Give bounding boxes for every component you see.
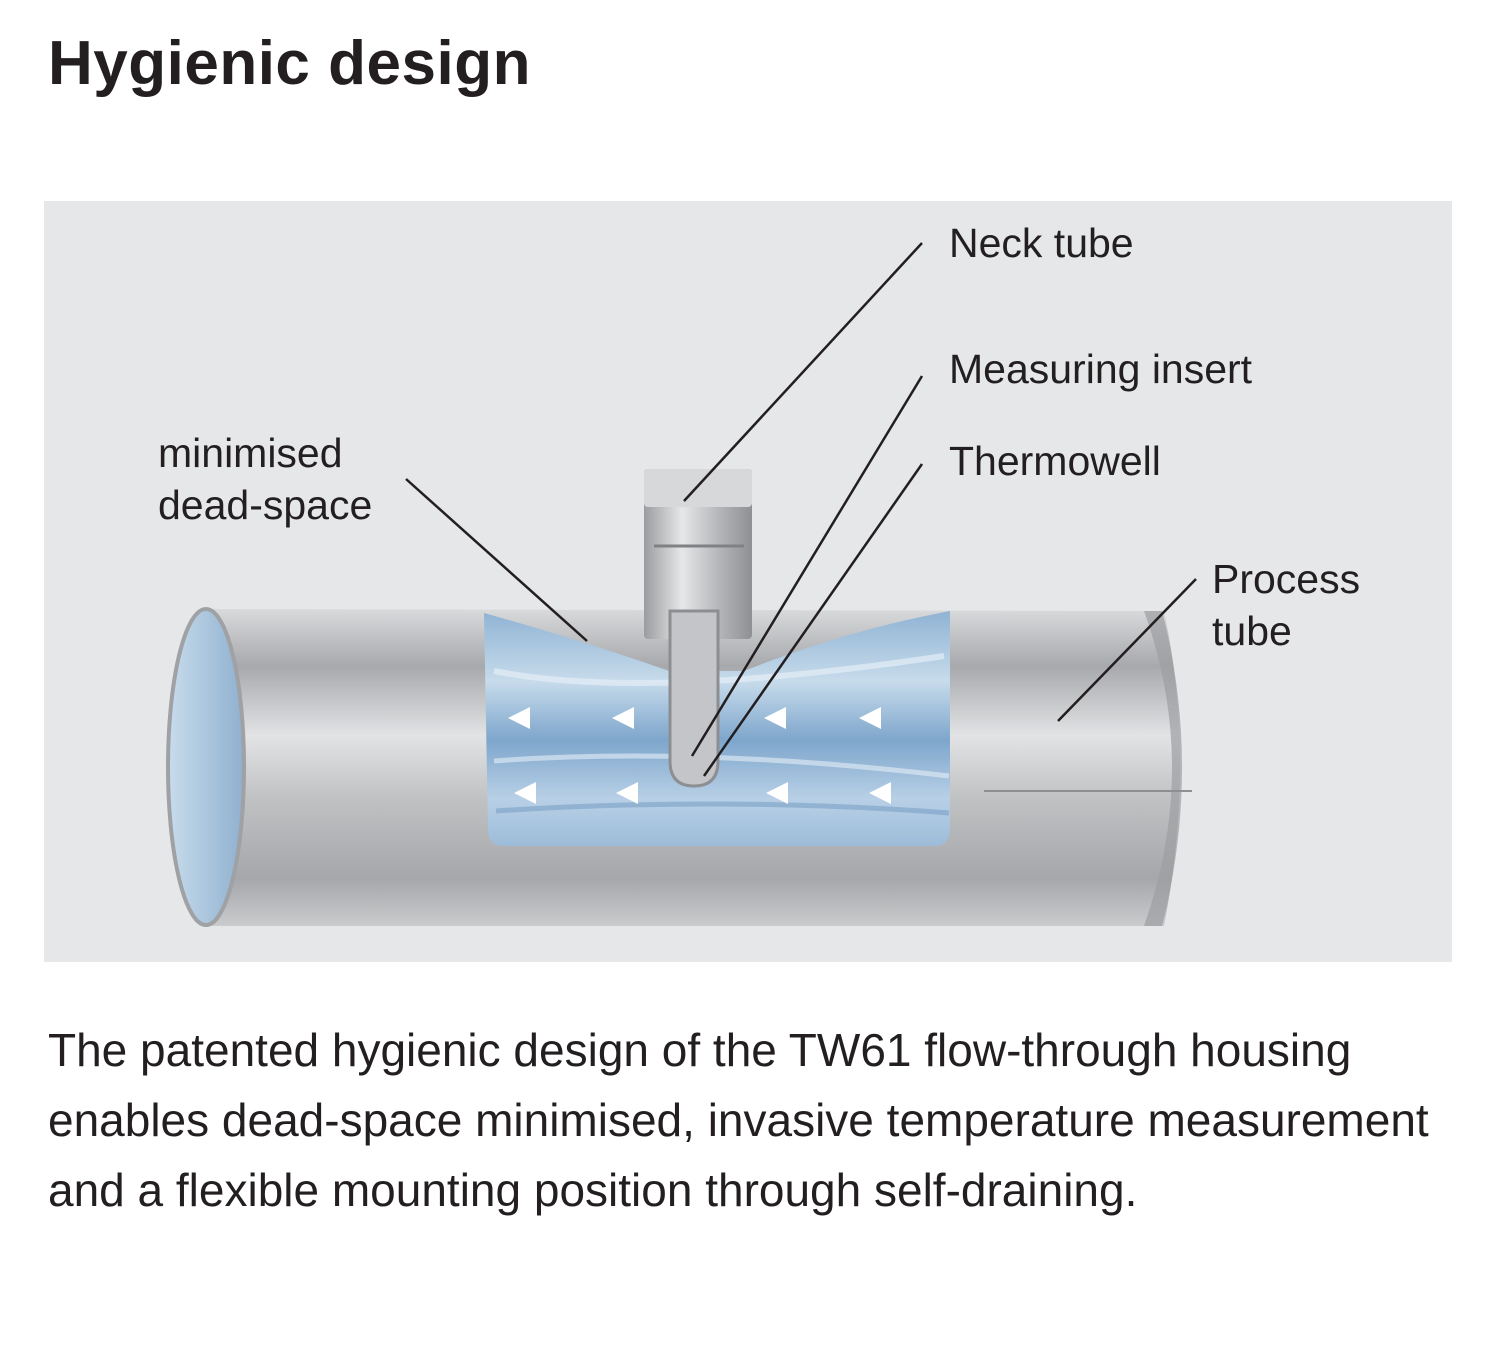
label-thermowell: Thermowell (949, 438, 1161, 484)
page-title: Hygienic design (48, 29, 531, 98)
flow-direction-arrows (508, 707, 891, 804)
label-process-tube: Process tube (1212, 553, 1360, 657)
flow-through-housing-illustration (166, 242, 1197, 927)
label-neck-tube: Neck tube (949, 220, 1134, 266)
label-measuring-insert: Measuring insert (949, 346, 1253, 392)
label-process-line2: tube (1212, 608, 1292, 654)
leader-lines (405, 242, 1197, 777)
label-minimised-line2: dead-space (158, 482, 373, 528)
thermowell (668, 609, 720, 788)
label-minimised-dead-space: minimised dead-space (158, 427, 372, 531)
neck-tube (644, 469, 752, 639)
thermowell-diagram: Neck tube Measuring insert Thermowell mi… (44, 201, 1452, 962)
description-paragraph: The patented hygienic design of the TW61… (48, 1024, 1429, 1216)
tube-opening (166, 607, 246, 927)
label-minimised-line1: minimised (158, 430, 343, 476)
label-process-line1: Process (1212, 556, 1361, 602)
